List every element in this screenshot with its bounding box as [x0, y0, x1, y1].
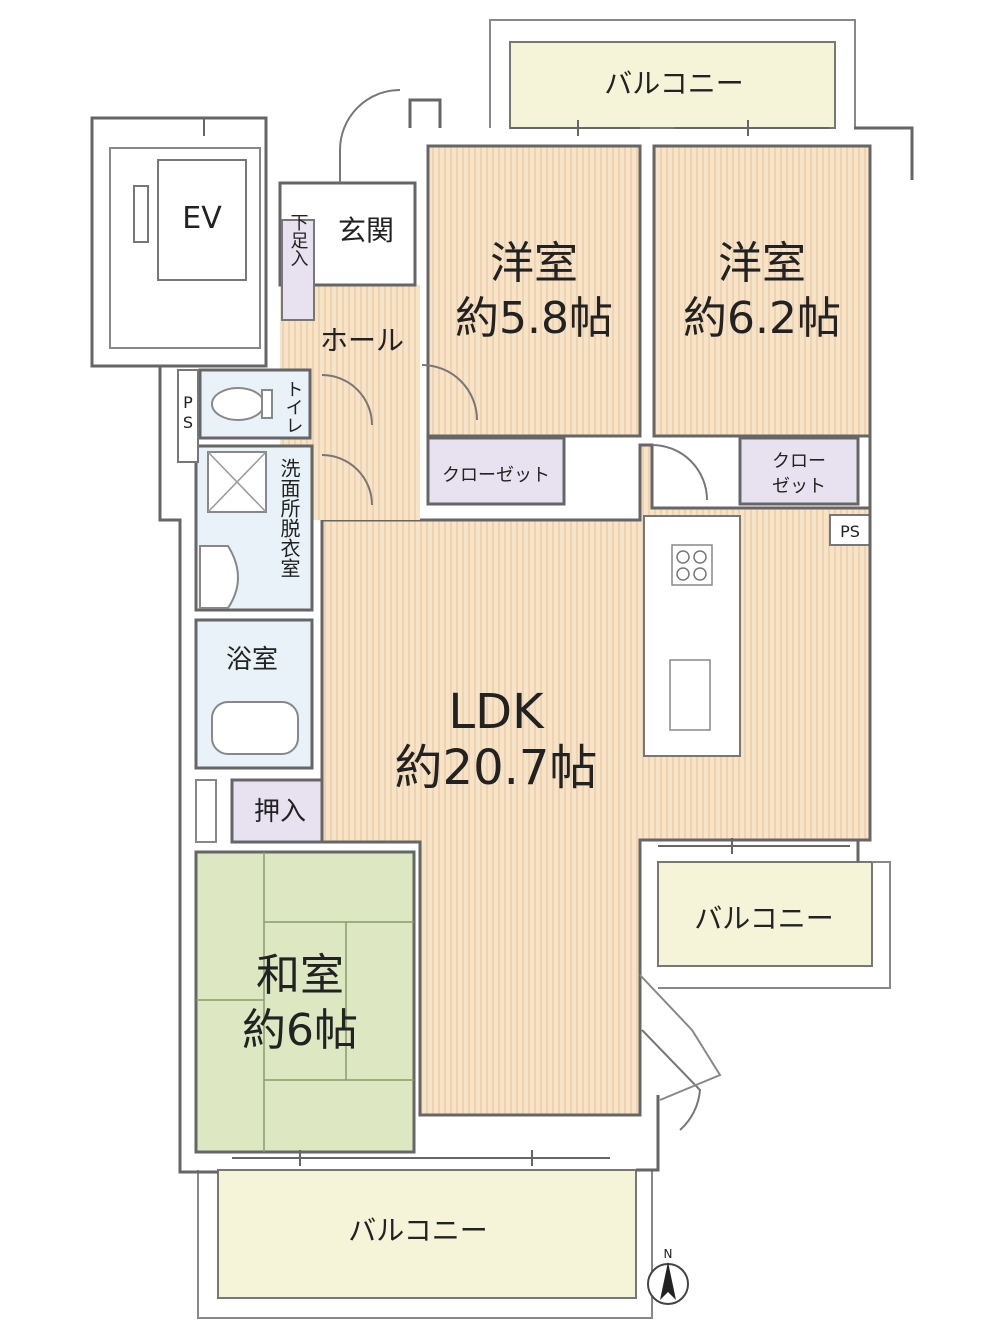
door-swings [321, 89, 708, 1131]
closet-1 [426, 436, 566, 506]
japanese-room-name: 和室 [256, 950, 344, 1001]
shoe-box-label: 下足入 [288, 213, 309, 267]
shoe-box [281, 219, 315, 321]
japanese-room [194, 850, 416, 1154]
compass-icon: N [647, 1247, 689, 1305]
balcony-bottom-parapet [197, 1170, 653, 1319]
closet-2-label-line2: ゼット [772, 476, 826, 497]
closet-2-label-line1: クロー [772, 451, 826, 472]
bath-label: 浴室 [226, 645, 278, 675]
balcony-top [509, 41, 836, 129]
washroom-label: 洗面所脱衣室 [277, 458, 301, 578]
stove [671, 544, 713, 586]
oshiire [230, 778, 324, 844]
oshiire-label: 押入 [254, 797, 306, 827]
western-room-2 [652, 144, 872, 438]
toilet-tank [261, 389, 273, 419]
western-room-1 [426, 144, 642, 438]
ev-car [157, 159, 247, 281]
compass-label: N [664, 1247, 673, 1261]
western-room-2-name: 洋室 [718, 238, 806, 289]
entrance-label: 玄関 [338, 214, 394, 247]
ev-door [133, 185, 149, 243]
western-room-1-name: 洋室 [490, 238, 578, 289]
ldk-size: 約20.7帖 [395, 740, 598, 796]
balcony-top-label: バルコニー [604, 67, 743, 100]
balcony-top-parapet [489, 19, 856, 128]
western-room-1-size: 約5.8帖 [455, 293, 613, 344]
bay-window [639, 974, 722, 1101]
toilet-label: トイレ [283, 380, 304, 434]
balcony-bottom [217, 1169, 637, 1299]
ps-right-label: PS [840, 522, 860, 541]
tatami-lines [196, 852, 414, 1152]
japanese-room-size: 約6帖 [242, 1005, 358, 1056]
ps-left-label-p: P [183, 393, 193, 412]
sink [669, 659, 711, 731]
balcony-right-parapet [658, 861, 891, 989]
closet-2 [738, 436, 860, 506]
toilet-bowl [211, 387, 265, 421]
ldk-name: LDK [448, 684, 545, 740]
closet-1-label: クローゼット [442, 465, 550, 486]
balcony-bottom-label: バルコニー [348, 1214, 487, 1247]
western-room-2-size: 約6.2帖 [683, 293, 841, 344]
ps-left-box [177, 369, 199, 463]
window-marks [203, 118, 850, 1166]
ps-right-box [829, 514, 871, 546]
bathtub [211, 701, 299, 755]
ev-label: EV [182, 201, 222, 236]
outer-walls [90, 98, 914, 1174]
hall-label: ホール [320, 324, 404, 357]
balcony-right [657, 861, 873, 967]
wash-basin [199, 545, 239, 609]
balcony-right-label: バルコニー [694, 902, 833, 935]
ps-left-label-s: S [183, 413, 193, 432]
